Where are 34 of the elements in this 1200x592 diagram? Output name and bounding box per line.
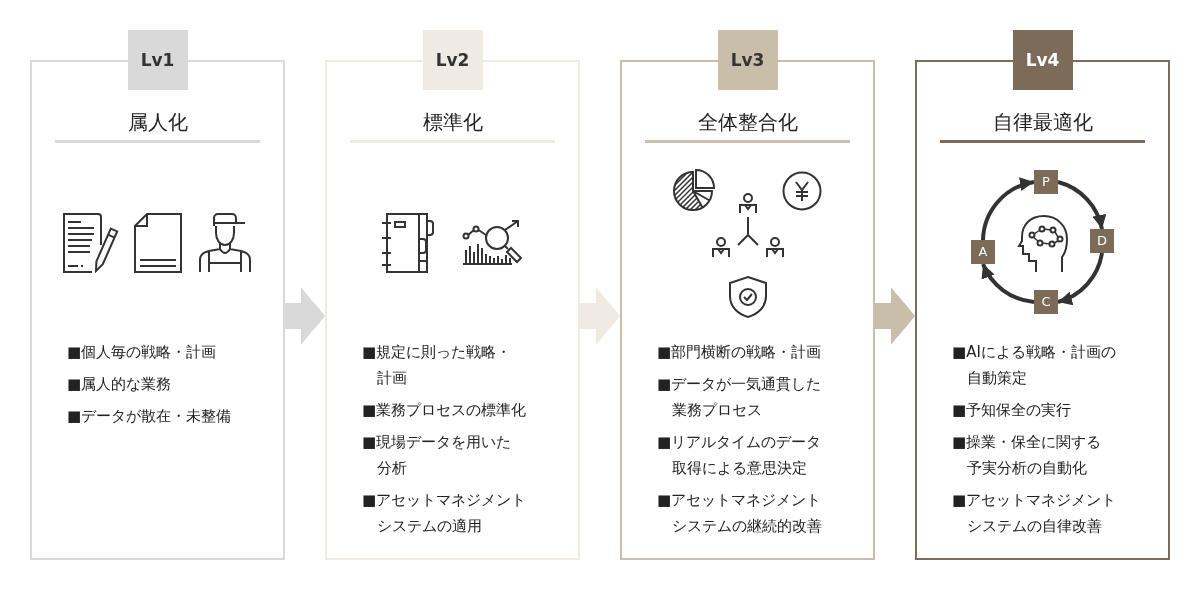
stage-heading: 属人化 xyxy=(127,109,188,136)
list-item: ■属人的な業務 xyxy=(67,374,173,395)
pdca-step: C xyxy=(1034,290,1058,314)
list-item: ■データが散在・未整備 xyxy=(67,406,233,427)
list-item: ■規定に則った戦略・計画 xyxy=(362,342,513,389)
block-arrow xyxy=(580,287,620,345)
curved-arrow xyxy=(981,263,1035,304)
list-item: ■現場データを用いた分析 xyxy=(362,432,513,479)
curved-arrow xyxy=(1057,252,1104,305)
list-item: ■予知保全の実行 xyxy=(952,400,1073,421)
list-item: ■操業・保全に関する予実分析の自動化 xyxy=(952,432,1103,479)
list-item: ■データが一気通貫した業務プロセス xyxy=(657,374,823,421)
list-item: ■リアルタイムのデータ取得による意思決定 xyxy=(657,432,823,479)
pdca-step: D xyxy=(1090,229,1114,253)
pdca-step: P xyxy=(1034,170,1058,194)
list-item: ■個人毎の戦略・計画 xyxy=(67,342,218,363)
curved-arrow xyxy=(1057,180,1106,230)
list-item: ■アセットマネジメントシステムの継続的改善 xyxy=(657,490,823,537)
level-tab: Lv4 xyxy=(1012,30,1073,90)
level-tab: Lv1 xyxy=(127,30,188,90)
block-arrow xyxy=(875,287,915,345)
pdca-step: A xyxy=(971,240,995,264)
level-tab: Lv3 xyxy=(717,30,778,90)
stage-heading: 標準化 xyxy=(422,109,483,136)
list-item: ■アセットマネジメントシステムの適用 xyxy=(362,490,528,537)
curved-arrow xyxy=(981,178,1035,241)
list-item: ■アセットマネジメントシステムの自律改善 xyxy=(952,490,1118,537)
list-item: ■部門横断の戦略・計画 xyxy=(657,342,823,363)
block-arrow xyxy=(285,287,325,345)
stage-heading: 自律最適化 xyxy=(992,109,1093,136)
stage-heading: 全体整合化 xyxy=(697,109,798,136)
list-item: ■業務プロセスの標準化 xyxy=(362,400,528,421)
level-tab: Lv2 xyxy=(422,30,483,90)
list-item: ■AIによる戦略・計画の自動策定 xyxy=(952,342,1117,389)
